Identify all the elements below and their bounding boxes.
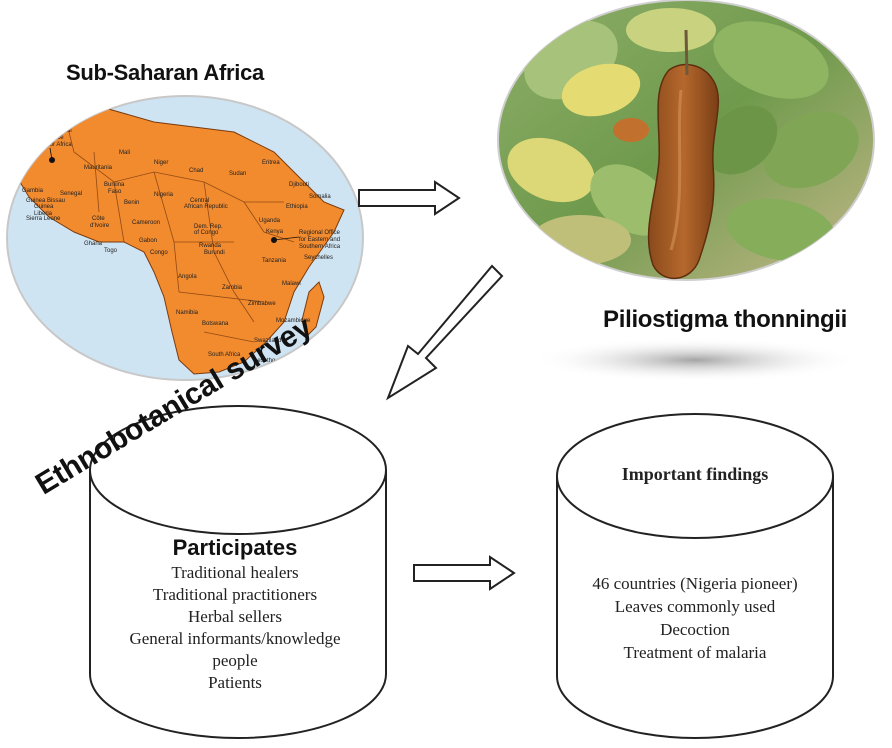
list-item: Traditional practitioners [152,585,318,604]
list-item: Patients [208,673,262,692]
svg-text:Djibouti: Djibouti [289,182,309,188]
svg-text:Guinea Bissau: Guinea Bissau [26,198,65,204]
svg-text:Ethiopia: Ethiopia [286,204,308,210]
svg-text:Dem. Rep.: Dem. Rep. [194,224,223,230]
svg-text:Eritrea: Eritrea [262,160,280,166]
svg-text:Nigeria: Nigeria [154,192,174,198]
svg-text:Mozambique: Mozambique [276,318,311,324]
svg-text:Gabon: Gabon [139,238,157,244]
svg-text:Angola: Angola [178,274,197,280]
svg-text:d'Ivoire: d'Ivoire [90,223,110,229]
plant-photo [497,0,875,281]
svg-text:African Republic: African Republic [184,204,228,210]
svg-text:Swaziland: Swaziland [254,338,281,344]
svg-text:Côte: Côte [92,216,105,222]
map-title: Sub-Saharan Africa [66,60,264,85]
svg-text:of Congo: of Congo [194,230,219,236]
participants-list: Traditional healers Traditional practiti… [90,562,380,694]
svg-text:Benin: Benin [124,200,139,206]
svg-text:Mauritania: Mauritania [84,165,113,171]
svg-text:Sudan: Sudan [229,171,246,177]
list-item: Herbal sellers [188,607,282,626]
svg-text:Malawi: Malawi [282,281,301,287]
svg-text:Kenya: Kenya [266,229,284,235]
svg-text:Zimbabwe: Zimbabwe [248,301,276,307]
svg-text:Togo: Togo [104,248,118,254]
svg-text:Seychelles: Seychelles [304,255,333,261]
arrow-plant-to-survey [385,264,504,401]
list-item: people [212,651,258,670]
africa-map: Mauritania Mali Niger Chad Sudan Eritrea… [6,95,364,381]
svg-text:Namibia: Namibia [176,310,199,316]
madagascar [301,281,325,338]
svg-text:Botswana: Botswana [202,321,229,327]
svg-text:Somalia: Somalia [309,194,331,200]
list-item: Decoction [660,620,730,639]
svg-text:Liberia: Liberia [34,211,53,217]
list-item: Treatment of malaria [623,643,767,662]
shadow [530,338,860,382]
svg-text:Rwanda: Rwanda [199,243,222,249]
arrow-map-to-plant [358,180,461,216]
svg-text:Mali: Mali [119,150,130,156]
svg-text:Regional: Regional [48,128,72,134]
survey-cylinder [89,405,387,739]
svg-text:for Africa: for Africa [48,142,72,148]
svg-text:Central: Central [190,198,209,204]
svg-text:Ghana: Ghana [84,241,103,247]
svg-text:Burkina: Burkina [104,182,125,188]
svg-text:Zambia: Zambia [222,285,243,291]
africa-landmass [13,101,345,375]
list-item: Leaves commonly used [614,597,776,616]
svg-text:Sierra Leone: Sierra Leone [26,216,61,222]
findings-cylinder [556,413,834,739]
svg-text:Uganda: Uganda [259,218,281,224]
svg-text:Faso: Faso [108,189,122,195]
list-item: 46 countries (Nigeria pioneer) [592,574,798,593]
svg-text:South Africa: South Africa [208,352,241,358]
list-item: General informants/knowledge [129,629,341,648]
svg-text:Cameroon: Cameroon [132,220,160,226]
svg-text:Regional Office: Regional Office [299,230,341,236]
svg-text:Tanzania: Tanzania [262,258,287,264]
arrow-survey-to-findings [413,555,516,591]
svg-text:for Eastern and: for Eastern and [299,237,340,243]
svg-text:Guinea: Guinea [34,204,54,210]
svg-text:Senegal: Senegal [60,191,82,197]
plant-name: Piliostigma thonningii [603,306,848,333]
list-item: Traditional healers [171,563,299,582]
findings-list: 46 countries (Nigeria pioneer) Leaves co… [560,572,830,664]
svg-text:Southern Africa: Southern Africa [299,244,341,250]
svg-text:Congo: Congo [150,250,168,256]
svg-text:Gambia: Gambia [22,188,44,194]
svg-text:Office: Office [48,135,64,141]
svg-text:Chad: Chad [189,168,203,174]
svg-text:Niger: Niger [154,160,168,166]
findings-title: Important findings [621,464,769,484]
svg-text:Lesotho: Lesotho [254,358,276,364]
svg-text:Burundi: Burundi [204,250,225,256]
participants-title: Participates [172,535,298,560]
